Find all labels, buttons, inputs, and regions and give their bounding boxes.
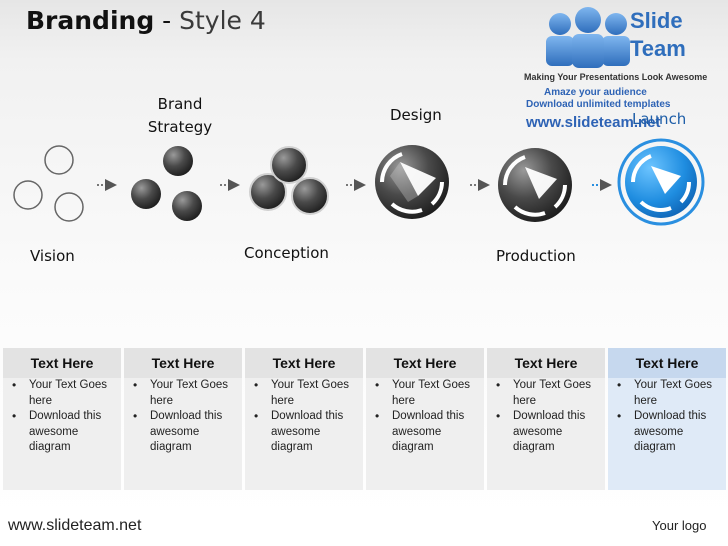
column-bullet: Download this awesome diagram	[608, 409, 714, 456]
stage-label-conception: Conception	[244, 244, 329, 262]
logo-brand-line2: Team	[630, 36, 686, 61]
launch-shutter-icon	[617, 138, 705, 226]
footer-url: www.slideteam.net	[8, 517, 142, 534]
column-bullet: Download this awesome diagram	[487, 409, 593, 456]
column-bullet: Your Text Goes here	[487, 378, 593, 409]
text-column-6: Text Here Your Text Goes here Download t…	[608, 348, 726, 496]
stage-label-launch: Launch	[632, 110, 687, 128]
column-bullet: Your Text Goes here	[245, 378, 351, 409]
column-header: Text Here	[366, 348, 484, 378]
brand-strategy-line2: Strategy	[147, 118, 213, 136]
people-icon	[546, 7, 630, 68]
column-bullet: Your Text Goes here	[366, 378, 472, 409]
column-bullet: Download this awesome diagram	[366, 409, 472, 456]
column-bullet: Download this awesome diagram	[3, 409, 109, 456]
column-header: Text Here	[487, 348, 605, 378]
stage-label-design: Design	[390, 106, 442, 124]
slideteam-logo: Slide Team Making Your Presentations Loo…	[518, 4, 723, 132]
stage-label-production: Production	[496, 247, 576, 265]
brand-strategy-balls-icon	[131, 146, 202, 221]
promo-line1: Amaze your audience	[544, 87, 647, 98]
column-bullet: Your Text Goes here	[3, 378, 109, 409]
text-column-2: Text Here Your Text Goes here Download t…	[124, 348, 242, 496]
column-bullet: Your Text Goes here	[608, 378, 714, 409]
column-header: Text Here	[3, 348, 121, 378]
text-column-5: Text Here Your Text Goes here Download t…	[487, 348, 605, 496]
title-separator: -	[154, 6, 180, 35]
brand-strategy-line1: Brand	[157, 95, 203, 113]
stage-label-vision: Vision	[30, 247, 75, 265]
logo-promo: Amaze your audience Download unlimited t…	[526, 87, 726, 111]
text-column-4: Text Here Your Text Goes here Download t…	[366, 348, 484, 496]
column-bullet: Download this awesome diagram	[124, 409, 230, 456]
stage-label-brand-strategy: Brand Strategy	[140, 93, 220, 139]
process-diagram	[13, 138, 705, 226]
title-sub: Style 4	[179, 6, 266, 35]
column-bullet: Download this awesome diagram	[245, 409, 351, 456]
column-header: Text Here	[608, 348, 726, 378]
footer-logo-text: Your logo	[652, 518, 707, 533]
logo-url: www.slideteam.net	[526, 114, 661, 131]
promo-line2: Download unlimited templates	[526, 99, 671, 110]
slide-title: Branding - Style 4	[26, 6, 266, 35]
production-shutter-icon	[498, 148, 572, 222]
text-column-3: Text Here Your Text Goes here Download t…	[245, 348, 363, 496]
design-shutter-icon	[375, 145, 449, 219]
column-header: Text Here	[124, 348, 242, 378]
text-column-1: Text Here Your Text Goes here Download t…	[3, 348, 121, 496]
logo-brand-line1: Slide	[630, 8, 683, 33]
conception-cluster-icon	[249, 146, 329, 215]
title-main: Branding	[26, 6, 155, 35]
column-header: Text Here	[245, 348, 363, 378]
logo-tagline: Making Your Presentations Look Awesome	[524, 72, 708, 82]
vision-circles-icon	[13, 145, 84, 222]
column-bullet: Your Text Goes here	[124, 378, 230, 409]
